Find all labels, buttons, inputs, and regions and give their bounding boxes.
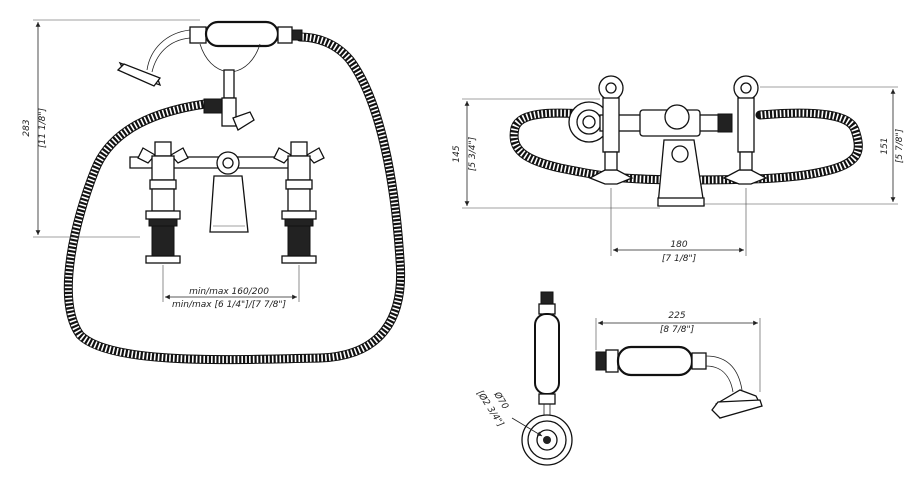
top-centers-in-label: [7 1/8"] (662, 254, 697, 264)
top-view-mixer-body (568, 101, 733, 207)
height-mm-label: 283 (22, 119, 32, 136)
length-mm-label: 225 (668, 311, 685, 321)
length-in-label: [8 7/8"] (660, 325, 695, 335)
right-cross-handle-valve (273, 141, 325, 264)
handshower-on-cradle (116, 20, 303, 99)
centers-dimension: min/max 160/200 min/max [6 1/4"]/[7 7/8"… (162, 265, 300, 310)
left-cross-handle-valve (137, 141, 189, 264)
left-height-in-label: [5 3/4"] (468, 136, 478, 171)
height-dimension: 283 [11 1/8"] (22, 19, 200, 238)
top-view-left-valve (588, 75, 634, 185)
shower-hose-loop (63, 32, 406, 365)
left-height-dimension: 145 [5 3/4"] (452, 98, 660, 209)
right-height-mm-label: 151 (880, 137, 890, 154)
top-centers-mm-label: 180 (670, 240, 687, 250)
handshower-side-view: 225 [8 7/8"] (595, 311, 763, 419)
front-elevation-view: 283 [11 1/8"] min/max 160/200 min/max [6… (22, 19, 406, 365)
centers-in-label: min/max [6 1/4"]/[7 7/8"] (172, 300, 286, 310)
right-height-dimension: 151 [5 7/8"] (704, 86, 905, 205)
top-view: 145 [5 3/4"] 151 [5 7/8"] 180 [7 1/8"] (452, 75, 905, 264)
right-height-in-label: [5 7/8"] (895, 128, 905, 163)
height-in-label: [11 1/8"] (38, 108, 48, 148)
left-height-mm-label: 145 (452, 145, 462, 162)
handshower-end-view: Ø70 [Ø2 3/4"] (474, 291, 573, 466)
top-view-right-valve (722, 75, 768, 185)
top-view-centers-dimension: 180 [7 1/8"] (610, 188, 747, 264)
centers-mm-label: min/max 160/200 (189, 287, 269, 297)
